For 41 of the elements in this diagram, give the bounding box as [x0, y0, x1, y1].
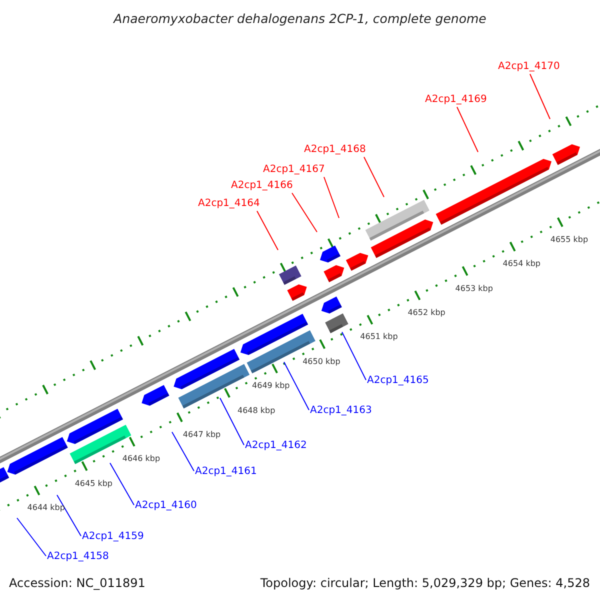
position-label: 4651 kbp: [360, 332, 398, 342]
position-label: 4646 kbp: [122, 454, 160, 464]
gene-label: A2cp1_4163: [310, 405, 372, 417]
position-label: 4652 kbp: [408, 308, 446, 318]
gene-label: A2cp1_4167: [263, 164, 325, 176]
gene-label: A2cp1_4168: [304, 144, 366, 156]
leader-line: [364, 156, 384, 198]
position-label: 4645 kbp: [74, 478, 113, 489]
position-label: 4650 kbp: [302, 356, 340, 367]
position-label: 4648 kbp: [237, 406, 276, 416]
gene-label: A2cp1_4170: [498, 61, 560, 73]
gene-label: A2cp1_4158: [47, 551, 109, 563]
leader-line: [284, 362, 310, 410]
leader-line: [324, 176, 340, 218]
leader-line: [56, 494, 82, 536]
gene-label: A2cp1_4169: [425, 94, 487, 106]
position-label: 4649 kbp: [252, 381, 290, 392]
gene-label: A2cp1_4165: [367, 375, 429, 387]
leader-line: [110, 462, 134, 506]
gene-label: A2cp1_4164: [198, 198, 260, 210]
leader-line: [172, 432, 194, 472]
leader-line: [256, 210, 278, 250]
gene-label: A2cp1_4159: [82, 531, 144, 543]
genome-summary-text: Topology: circular; Length: 5,029,329 bp; Genes: 4,528: [260, 575, 590, 592]
gene-label: A2cp1_4160: [135, 500, 197, 512]
accession-text: Accession: NC_011891: [9, 575, 146, 592]
leader-line: [220, 398, 244, 446]
leader-line: [342, 332, 366, 380]
position-label: 4647 kbp: [182, 430, 221, 440]
leader-line: [292, 192, 318, 232]
gene-label: A2cp1_4166: [231, 180, 293, 192]
position-label: 4654 kbp: [502, 259, 540, 270]
leader-line: [530, 74, 550, 120]
gene-label: A2cp1_4162: [245, 440, 307, 452]
leader-line: [456, 106, 478, 152]
position-label: 4653 kbp: [455, 284, 493, 294]
leader-line: [16, 518, 46, 556]
title: Anaeromyxobacter dehalogenans 2CP-1, complete genome: [112, 10, 488, 28]
gene-label: A2cp1_4161: [195, 466, 257, 478]
position-label: 4644 kbp: [27, 503, 65, 514]
position-label: 4655 kbp: [550, 234, 588, 245]
